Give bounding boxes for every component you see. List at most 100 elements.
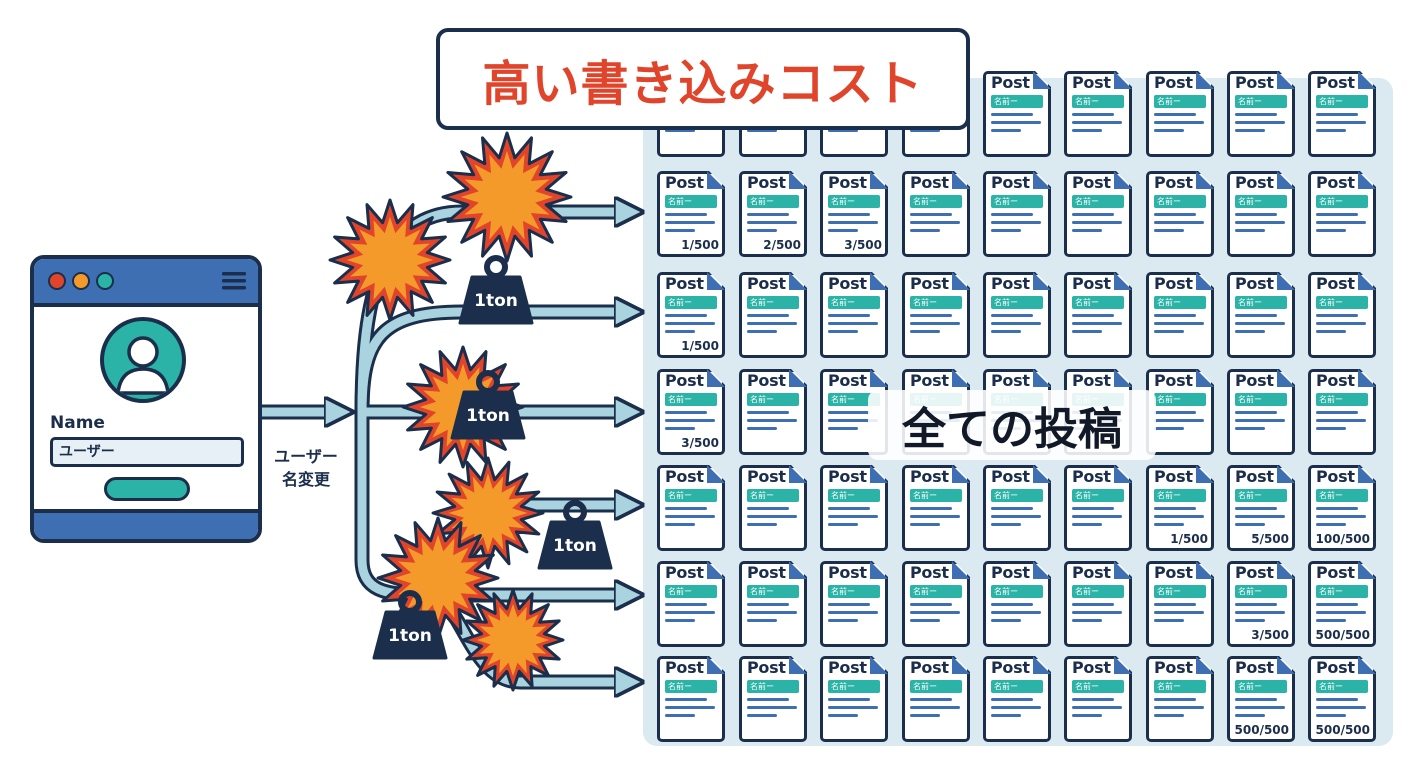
name-input[interactable]: ユーザー bbox=[50, 437, 244, 467]
post-title: Post bbox=[1072, 173, 1111, 192]
post-title: Post bbox=[1072, 467, 1111, 486]
post-title: Post bbox=[1316, 173, 1355, 192]
post-text-line bbox=[828, 619, 858, 622]
update-counter: 100/500 bbox=[1315, 532, 1370, 546]
post-title: Post bbox=[1072, 563, 1111, 582]
post-text-line bbox=[665, 322, 715, 325]
post-text-line bbox=[1154, 603, 1196, 606]
post-text-line bbox=[665, 314, 707, 317]
post-author-tag: 名前ー bbox=[991, 680, 1043, 693]
post-text-line bbox=[910, 714, 940, 717]
post-text-line bbox=[991, 221, 1041, 224]
post-title: Post bbox=[747, 563, 786, 582]
post-author-tag: 名前ー bbox=[1316, 95, 1368, 108]
post-title: Post bbox=[910, 274, 949, 293]
minimize-dot-icon[interactable] bbox=[72, 272, 90, 290]
post-text-line bbox=[665, 229, 695, 232]
post-text-line bbox=[1316, 330, 1346, 333]
weight-label: 1ton bbox=[388, 626, 432, 646]
post-author-tag: 名前ー bbox=[910, 195, 962, 208]
post-author-tag: 名前ー bbox=[1072, 95, 1124, 108]
update-counter: 500/500 bbox=[1234, 723, 1289, 737]
post-text-line bbox=[1235, 698, 1277, 701]
post-text-line bbox=[1072, 229, 1102, 232]
maximize-dot-icon[interactable] bbox=[96, 272, 114, 290]
post-text-line bbox=[991, 121, 1041, 124]
post-text-line bbox=[1154, 427, 1184, 430]
post-text-line bbox=[1235, 523, 1265, 526]
post-text-line bbox=[991, 603, 1033, 606]
close-dot-icon[interactable] bbox=[48, 272, 66, 290]
post-title: Post bbox=[991, 73, 1030, 92]
post-text-line bbox=[1154, 419, 1204, 422]
post-text-line bbox=[1072, 515, 1122, 518]
post-text-line bbox=[1316, 611, 1366, 614]
post-text-line bbox=[991, 229, 1021, 232]
post-author-tag: 名前ー bbox=[747, 195, 799, 208]
menu-icon[interactable] bbox=[222, 271, 246, 291]
post-title: Post bbox=[747, 658, 786, 677]
post-text-line bbox=[991, 213, 1033, 216]
post-text-line bbox=[991, 714, 1021, 717]
post-text-line bbox=[828, 314, 870, 317]
post-author-tag: 名前ー bbox=[1072, 680, 1124, 693]
post-text-line bbox=[910, 706, 960, 709]
post-text-line bbox=[828, 714, 858, 717]
post-author-tag: 名前ー bbox=[828, 393, 880, 406]
post-author-tag: 名前ー bbox=[910, 296, 962, 309]
post-author-tag: 名前ー bbox=[747, 393, 799, 406]
post-title: Post bbox=[747, 173, 786, 192]
post-author-tag: 名前ー bbox=[1154, 489, 1206, 502]
post-text-line bbox=[991, 698, 1033, 701]
update-counter: 5/500 bbox=[1251, 532, 1289, 546]
update-counter: 2/500 bbox=[763, 238, 801, 252]
post-author-tag: 名前ー bbox=[1316, 393, 1368, 406]
post-author-tag: 名前ー bbox=[910, 585, 962, 598]
post-text-line bbox=[828, 698, 870, 701]
post-text-line bbox=[665, 129, 695, 132]
save-button[interactable] bbox=[104, 477, 190, 501]
post-author-tag: 名前ー bbox=[665, 489, 717, 502]
post-text-line bbox=[665, 706, 715, 709]
post-text-line bbox=[665, 221, 715, 224]
post-text-line bbox=[747, 314, 789, 317]
post-text-line bbox=[1072, 221, 1122, 224]
post-title: Post bbox=[910, 467, 949, 486]
username-change-label: ユーザー 名変更 bbox=[266, 445, 346, 491]
browser-title-bar bbox=[34, 259, 258, 303]
post-text-line bbox=[1072, 314, 1114, 317]
post-author-tag: 名前ー bbox=[1072, 296, 1124, 309]
post-author-tag: 名前ー bbox=[747, 296, 799, 309]
post-text-line bbox=[828, 507, 870, 510]
post-text-line bbox=[1235, 515, 1285, 518]
browser-window: Name ユーザー bbox=[30, 255, 262, 543]
post-text-line bbox=[828, 427, 858, 430]
post-author-tag: 名前ー bbox=[665, 680, 717, 693]
post-text-line bbox=[910, 213, 952, 216]
post-text-line bbox=[910, 322, 960, 325]
weight-icon: 1ton bbox=[450, 370, 526, 440]
post-text-line bbox=[1316, 213, 1358, 216]
post-document: Post 名前ー bbox=[902, 272, 970, 358]
post-author-tag: 名前ー bbox=[991, 195, 1043, 208]
post-document: Post 名前ー 2/500 bbox=[739, 171, 807, 257]
post-text-line bbox=[747, 714, 777, 717]
post-text-line bbox=[828, 322, 878, 325]
post-title: Post bbox=[1235, 173, 1274, 192]
weight-label: 1ton bbox=[553, 536, 597, 556]
